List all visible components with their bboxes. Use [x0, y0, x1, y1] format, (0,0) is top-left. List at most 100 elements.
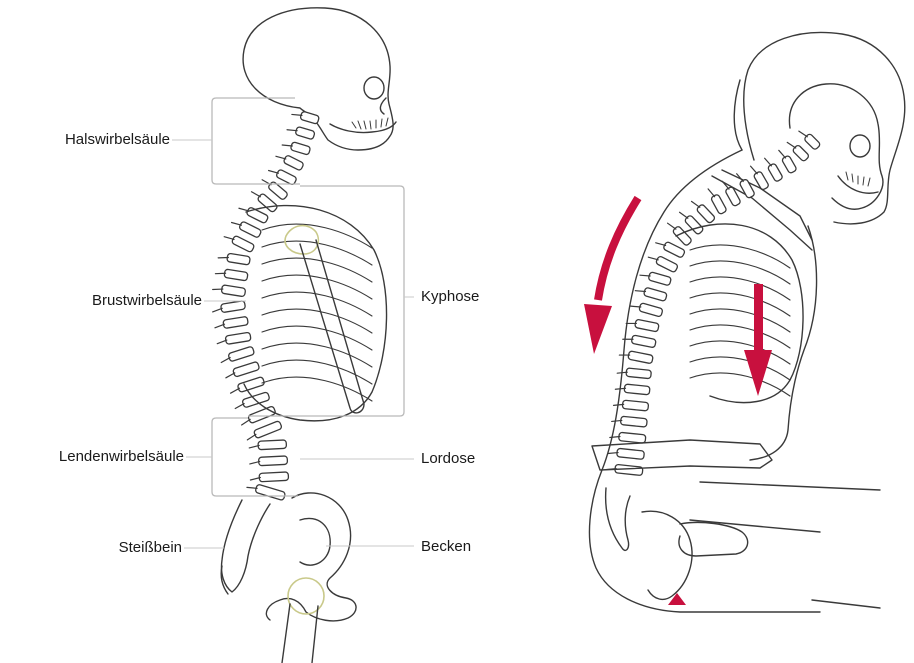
standing-rib — [261, 359, 373, 385]
standing-spinous-process — [225, 372, 236, 379]
standing-spinous-process — [275, 155, 287, 160]
cervical-bracket — [211, 97, 300, 185]
standing-vertebra — [258, 455, 289, 467]
curved-arrow-shaft — [594, 195, 642, 301]
label-lordosis: Lordose — [421, 450, 476, 467]
seated-vertebra — [753, 171, 769, 191]
standing-rib — [261, 291, 373, 317]
seated-rib — [689, 276, 791, 301]
rib-cage-outline — [243, 204, 388, 422]
label-lumbar-spine: Lendenwirbelsäule — [58, 448, 184, 465]
seated-rib — [689, 340, 791, 365]
standing-spinous-process — [238, 207, 250, 212]
standing-vertebra — [253, 420, 282, 439]
pressure-point-triangle — [668, 593, 686, 605]
seated-spinous-process — [655, 242, 667, 247]
standing-spinous-process — [246, 433, 257, 441]
standing-vertebra — [257, 439, 288, 451]
seated-vertebra — [643, 287, 668, 302]
shoulder-joint — [284, 224, 320, 255]
leader-lines — [172, 139, 414, 549]
region-brackets — [211, 97, 405, 497]
standing-vertebra — [247, 405, 276, 424]
seated-vertebra — [634, 318, 660, 333]
seated-teeth — [845, 171, 871, 187]
force-arrows — [584, 195, 772, 605]
straight-arrow-head — [744, 350, 772, 396]
standing-spinous-process — [234, 402, 245, 410]
standing-spinous-process — [286, 129, 298, 132]
standing-spinous-process — [217, 256, 229, 259]
seated-spinous-process — [622, 338, 634, 340]
standing-vertebra — [228, 346, 255, 362]
seated-spinous-process — [625, 322, 638, 325]
jaw — [329, 121, 397, 134]
seated-vertebra — [655, 256, 679, 273]
standing-vertebra — [295, 126, 316, 140]
standing-vertebra — [220, 300, 246, 313]
seated-vertebra — [710, 194, 727, 215]
seated-sacrum — [604, 487, 631, 552]
standing-spinous-process — [223, 236, 235, 241]
seated-rib — [689, 308, 791, 333]
standing-vertebra — [283, 155, 304, 171]
seated-vertebra — [648, 271, 672, 286]
standing-vertebra — [299, 111, 320, 125]
seated-rib-lines — [689, 244, 791, 397]
standing-spinous-process — [250, 191, 262, 198]
standing-spinous-process — [220, 356, 231, 364]
standing-vertebra — [231, 235, 255, 253]
standing-spinous-process — [216, 339, 228, 345]
standing-spinous-process — [248, 444, 260, 449]
seated-vertebra — [623, 383, 651, 396]
seated-rib — [689, 324, 791, 349]
seated-spinous-process — [611, 419, 623, 423]
seated-spinous-process — [647, 256, 659, 261]
standing-vertebra — [222, 316, 249, 329]
hip-joint — [287, 577, 325, 615]
standing-rib — [261, 325, 373, 351]
seated-eye-socket — [849, 134, 871, 158]
seated-vertebra — [638, 302, 664, 317]
label-thoracic-spine: Brustwirbelsäule — [91, 292, 202, 309]
chest-front — [749, 225, 818, 461]
standing-rib — [261, 376, 373, 402]
back-of-head — [733, 79, 743, 151]
seated-rib — [689, 356, 791, 381]
standing-spinous-process — [291, 113, 303, 116]
seated-skull — [788, 83, 884, 210]
standing-vertebra — [258, 471, 290, 483]
standing-spinous-process — [214, 272, 227, 275]
standing-rib — [261, 257, 373, 283]
seated-vertebra — [614, 463, 644, 476]
humerus — [299, 239, 365, 414]
seated-vertebra — [739, 179, 755, 199]
standing-spinous-process — [281, 144, 293, 147]
skull — [242, 7, 394, 151]
standing-spinous-process — [249, 476, 261, 481]
teeth — [351, 117, 389, 130]
seated-vertebra — [616, 447, 645, 460]
standing-spinous-process — [214, 323, 226, 329]
label-kyphosis: Kyphose — [421, 288, 480, 305]
seated-rib — [689, 244, 791, 269]
standing-vertebra — [290, 141, 311, 156]
seated-spinous-process — [630, 305, 642, 308]
seated-spinous-process — [616, 371, 628, 374]
standing-rib — [261, 274, 373, 300]
seated-spinous-process — [607, 451, 619, 455]
label-cervical-spine: Halswirbelsäule — [64, 131, 170, 148]
standing-skeleton — [212, 7, 397, 663]
seated-spinous-process — [618, 354, 631, 356]
seated-vertebra — [627, 350, 654, 364]
seated-rib — [689, 372, 791, 397]
eye-socket — [363, 76, 385, 100]
coccyx — [220, 565, 229, 595]
standing-vertebra — [220, 284, 246, 298]
standing-spinous-process — [212, 288, 224, 291]
seated-vertebra — [625, 367, 652, 380]
standing-spine — [212, 111, 320, 501]
seated-vertebra — [631, 334, 657, 348]
nose-cavity — [379, 97, 387, 115]
